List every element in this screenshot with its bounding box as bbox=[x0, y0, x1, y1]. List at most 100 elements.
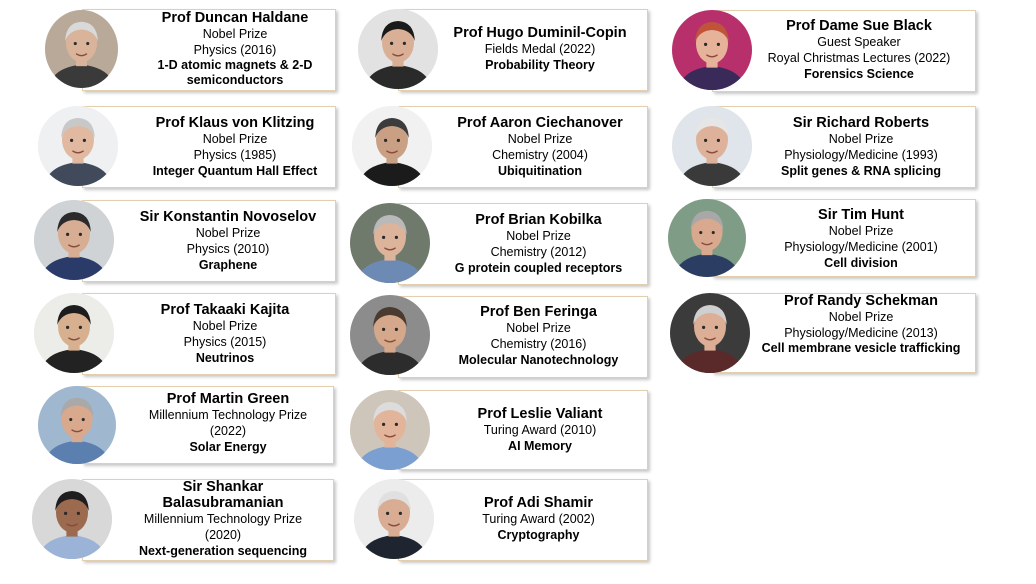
speaker-year: (2022) bbox=[209, 424, 247, 438]
portrait-illustration bbox=[352, 106, 432, 186]
portrait-illustration bbox=[38, 106, 118, 186]
portrait-illustration bbox=[32, 479, 112, 559]
hair-shape bbox=[693, 305, 727, 325]
speaker-year: Physiology/Medicine (2013) bbox=[784, 326, 938, 340]
speaker-name: Prof Randy Schekman bbox=[784, 293, 938, 309]
speaker-field: Cryptography bbox=[497, 528, 580, 542]
portrait-illustration bbox=[45, 10, 118, 88]
speaker-award: Millennium Technology Prize bbox=[143, 512, 303, 526]
speaker-award: Turing Award (2010) bbox=[483, 423, 597, 437]
portrait-photo bbox=[358, 9, 438, 89]
speaker-field: G protein coupled receptors bbox=[454, 261, 623, 275]
portrait-photo bbox=[34, 200, 114, 280]
speaker-name: Prof Dame Sue Black bbox=[786, 18, 932, 34]
speaker-name: Sir Konstantin Novoselov bbox=[139, 209, 317, 225]
speaker-year: Physics (2010) bbox=[186, 242, 270, 256]
hair-shape bbox=[65, 21, 98, 42]
portrait-photo bbox=[32, 479, 112, 559]
speaker-year: Physics (2015) bbox=[183, 335, 267, 349]
speaker-field: Neutrinos bbox=[195, 351, 255, 365]
speaker-name: Prof Adi Shamir bbox=[483, 495, 594, 511]
hair-shape bbox=[690, 210, 724, 231]
hair-shape bbox=[381, 21, 415, 41]
speaker-award: Millennium Technology Prize bbox=[148, 408, 308, 422]
hair-shape bbox=[377, 491, 411, 511]
portrait-illustration bbox=[34, 200, 114, 280]
speaker-year: (2020) bbox=[204, 528, 242, 542]
speaker-field: Integer Quantum Hall Effect bbox=[152, 164, 318, 178]
speaker-field: Probability Theory bbox=[485, 58, 595, 72]
portrait-photo bbox=[34, 293, 114, 373]
portrait-illustration bbox=[350, 203, 430, 283]
portrait-photo bbox=[672, 10, 752, 90]
speaker-award: Nobel Prize bbox=[507, 132, 573, 146]
speaker-year: Chemistry (2016) bbox=[490, 337, 587, 351]
hair-shape bbox=[695, 22, 729, 42]
hair-shape bbox=[373, 402, 407, 422]
hair-shape bbox=[695, 118, 729, 138]
speaker-field: Cell division bbox=[824, 256, 898, 270]
speaker-award: Nobel Prize bbox=[506, 321, 571, 335]
speaker-award: Nobel Prize bbox=[828, 132, 894, 146]
portrait-photo bbox=[670, 293, 750, 373]
speaker-award: Nobel Prize bbox=[195, 226, 261, 240]
portrait-illustration bbox=[350, 295, 430, 375]
speaker-name: Prof Martin Green bbox=[166, 391, 290, 407]
portrait-illustration bbox=[350, 390, 430, 470]
hair-shape bbox=[61, 118, 95, 138]
speaker-award: Fields Medal (2022) bbox=[484, 42, 596, 56]
speaker-award: Guest Speaker bbox=[817, 35, 901, 49]
hair-shape bbox=[55, 491, 89, 511]
speaker-field: Molecular Nanotechnology bbox=[458, 353, 619, 367]
portrait-photo bbox=[352, 106, 432, 186]
portrait-photo bbox=[354, 479, 434, 559]
hair-shape bbox=[373, 215, 407, 235]
hair-shape bbox=[375, 118, 409, 138]
speaker-name: Sir Richard Roberts bbox=[792, 115, 930, 131]
speaker-award: Nobel Prize bbox=[192, 319, 258, 333]
speaker-field: Split genes & RNA splicing bbox=[781, 164, 941, 178]
speaker-field: Solar Energy bbox=[189, 440, 267, 454]
speaker-name: Prof Duncan Haldane bbox=[161, 10, 309, 26]
portrait-photo bbox=[45, 10, 118, 88]
speaker-award: Nobel Prize bbox=[828, 224, 894, 238]
speaker-award: Nobel Prize bbox=[202, 132, 268, 146]
portrait-illustration bbox=[38, 386, 116, 464]
portrait-illustration bbox=[358, 9, 438, 89]
speaker-name: Sir Tim Hunt bbox=[818, 207, 904, 223]
speaker-name: Sir Shankar Balasubramanian bbox=[162, 479, 284, 511]
speaker-name: Prof Brian Kobilka bbox=[475, 212, 602, 228]
speaker-field: Cell membrane vesicle trafficking bbox=[761, 341, 961, 355]
portrait-photo bbox=[38, 386, 116, 464]
speaker-field: Next-generation sequencing bbox=[138, 544, 308, 558]
speaker-award: Nobel Prize bbox=[202, 27, 268, 41]
portrait-illustration bbox=[672, 10, 752, 90]
speaker-award: Nobel Prize bbox=[506, 229, 571, 243]
speaker-field: Graphene bbox=[198, 258, 258, 272]
speaker-award: Nobel Prize bbox=[828, 310, 894, 324]
speaker-year: Physiology/Medicine (1993) bbox=[784, 148, 938, 162]
speaker-field: Ubiquitination bbox=[497, 164, 582, 178]
hair-shape bbox=[57, 212, 91, 232]
speaker-year: Physics (2016) bbox=[193, 43, 277, 57]
portrait-illustration bbox=[668, 199, 746, 277]
hair-shape bbox=[57, 305, 91, 325]
portrait-illustration bbox=[672, 106, 752, 186]
portrait-photo bbox=[668, 199, 746, 277]
portrait-photo bbox=[38, 106, 118, 186]
portrait-illustration bbox=[670, 293, 750, 373]
speaker-year: Physiology/Medicine (2001) bbox=[784, 240, 938, 254]
speaker-year: Chemistry (2012) bbox=[490, 245, 587, 259]
speaker-year: Physics (1985) bbox=[193, 148, 277, 162]
speaker-name: Prof Ben Feringa bbox=[480, 304, 597, 320]
portrait-photo bbox=[350, 203, 430, 283]
speaker-field: AI Memory bbox=[508, 439, 572, 453]
speaker-year: Chemistry (2004) bbox=[492, 148, 588, 162]
speaker-name: Prof Hugo Duminil-Copin bbox=[453, 25, 627, 41]
speaker-name: Prof Leslie Valiant bbox=[477, 406, 603, 422]
portrait-illustration bbox=[34, 293, 114, 373]
speaker-name: Prof Takaaki Kajita bbox=[160, 302, 290, 318]
speaker-year: Royal Christmas Lectures (2022) bbox=[767, 51, 951, 65]
portrait-photo bbox=[672, 106, 752, 186]
speaker-field: 1-D atomic magnets & 2-D semiconductors bbox=[157, 58, 313, 87]
